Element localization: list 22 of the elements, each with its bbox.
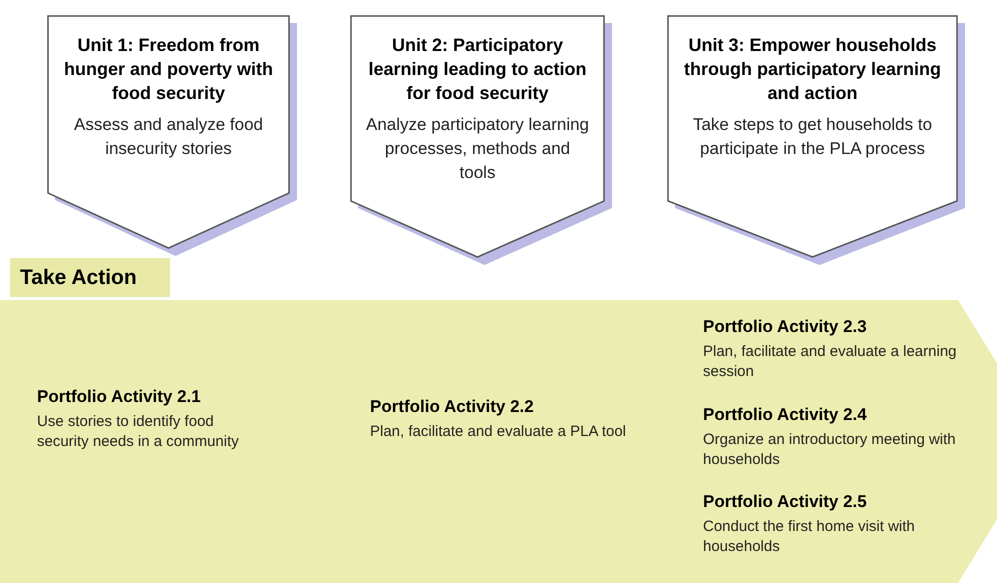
activity-description: Plan, facilitate and evaluate a PLA tool [370,422,628,442]
activity-title: Portfolio Activity 2.1 [37,386,202,408]
unit-description: Take steps to get households to participate in the PLA process [692,114,934,160]
activity-description: Conduct the first home visit with households [703,517,916,557]
unit-pentagon [350,15,614,267]
activity-description: Plan, facilitate and evaluate a learning session [703,342,958,382]
activity-title: Portfolio Activity 2.4 [703,404,868,426]
activity-title: Portfolio Activity 2.5 [703,491,868,513]
unit-heading: Unit 1: Freedom from hunger and poverty with food security [63,34,274,105]
activity-description: Organize an introductory meeting with households [703,430,957,470]
section-heading: Take Action [20,264,137,291]
activity-title: Portfolio Activity 2.3 [703,316,868,338]
unit-description: Analyze participatory learning processes, methods and tools [366,114,589,184]
unit-heading: Unit 3: Empower households through participatory learning and action [683,34,942,105]
arrow-band [0,300,997,583]
unit-heading: Unit 2: Participatory learning leading to action for food security [367,34,588,105]
unit-pentagon [47,15,299,258]
section-tab [10,258,170,297]
activity-description: Use stories to identify food security needs in a community [37,412,240,452]
unit-pentagon [667,15,967,267]
unit-description: Assess and analyze food insecurity stories [72,114,264,160]
activity-title: Portfolio Activity 2.2 [370,396,535,418]
